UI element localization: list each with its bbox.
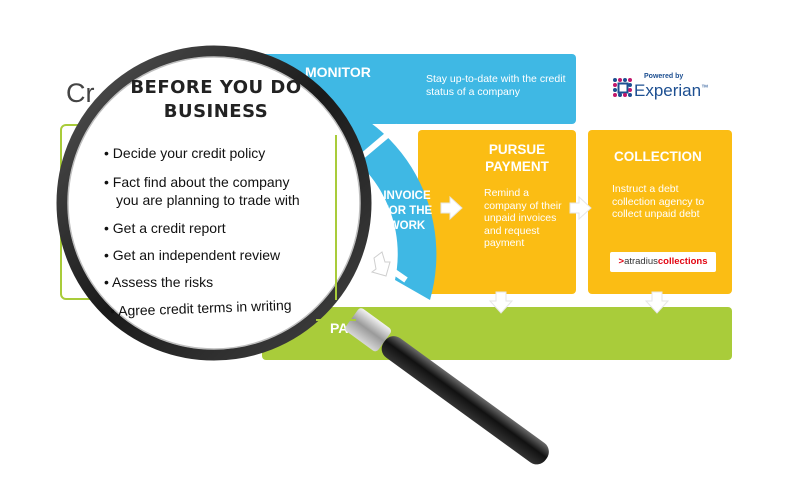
paid-panel [262, 307, 732, 360]
atradius-collections-logo: >atradiuscollections [610, 252, 716, 272]
list-item: • Assess the risks [104, 274, 214, 290]
experian-dots-icon [613, 78, 632, 97]
magnifier-handle [345, 308, 549, 465]
collection-title: COLLECTION [614, 149, 702, 164]
list-item-continuation: you are planning to trade with [116, 192, 300, 208]
list-item: • Decide your credit policy [104, 145, 266, 161]
magnifier-lens [64, 53, 364, 353]
arrow-down-icon [488, 291, 514, 314]
pursue-payment-description: Remind a company of their unpaid invoice… [484, 187, 562, 249]
experian-logo: Experian™ [634, 81, 709, 100]
magnifier-rim [56, 45, 372, 361]
magnifier-title: BEFORE YOU DO BUSINESS [130, 77, 302, 122]
arrow-down-icon [370, 251, 391, 277]
monitor-description: Stay up-to-date with the credit status o… [426, 73, 566, 98]
pursue-payment-title: PURSUE PAYMENT [485, 142, 549, 174]
list-item: • Get a credit report [104, 220, 226, 236]
list-item: • Get an independent review [104, 247, 281, 263]
arrow-right-icon [440, 195, 463, 221]
list-item: • Fact find about the company [104, 174, 290, 190]
arrow-down-icon [644, 291, 670, 314]
heading-fragment: Cr [66, 78, 95, 108]
invoice-title: INVOICE FOR THE WORK [381, 190, 433, 232]
collection-description: Instruct a debt collection agency to col… [612, 183, 705, 220]
experian-powered-by: Powered by [644, 73, 684, 80]
arrow-right-icon [569, 195, 592, 221]
monitor-title: MONITOR [305, 64, 371, 80]
